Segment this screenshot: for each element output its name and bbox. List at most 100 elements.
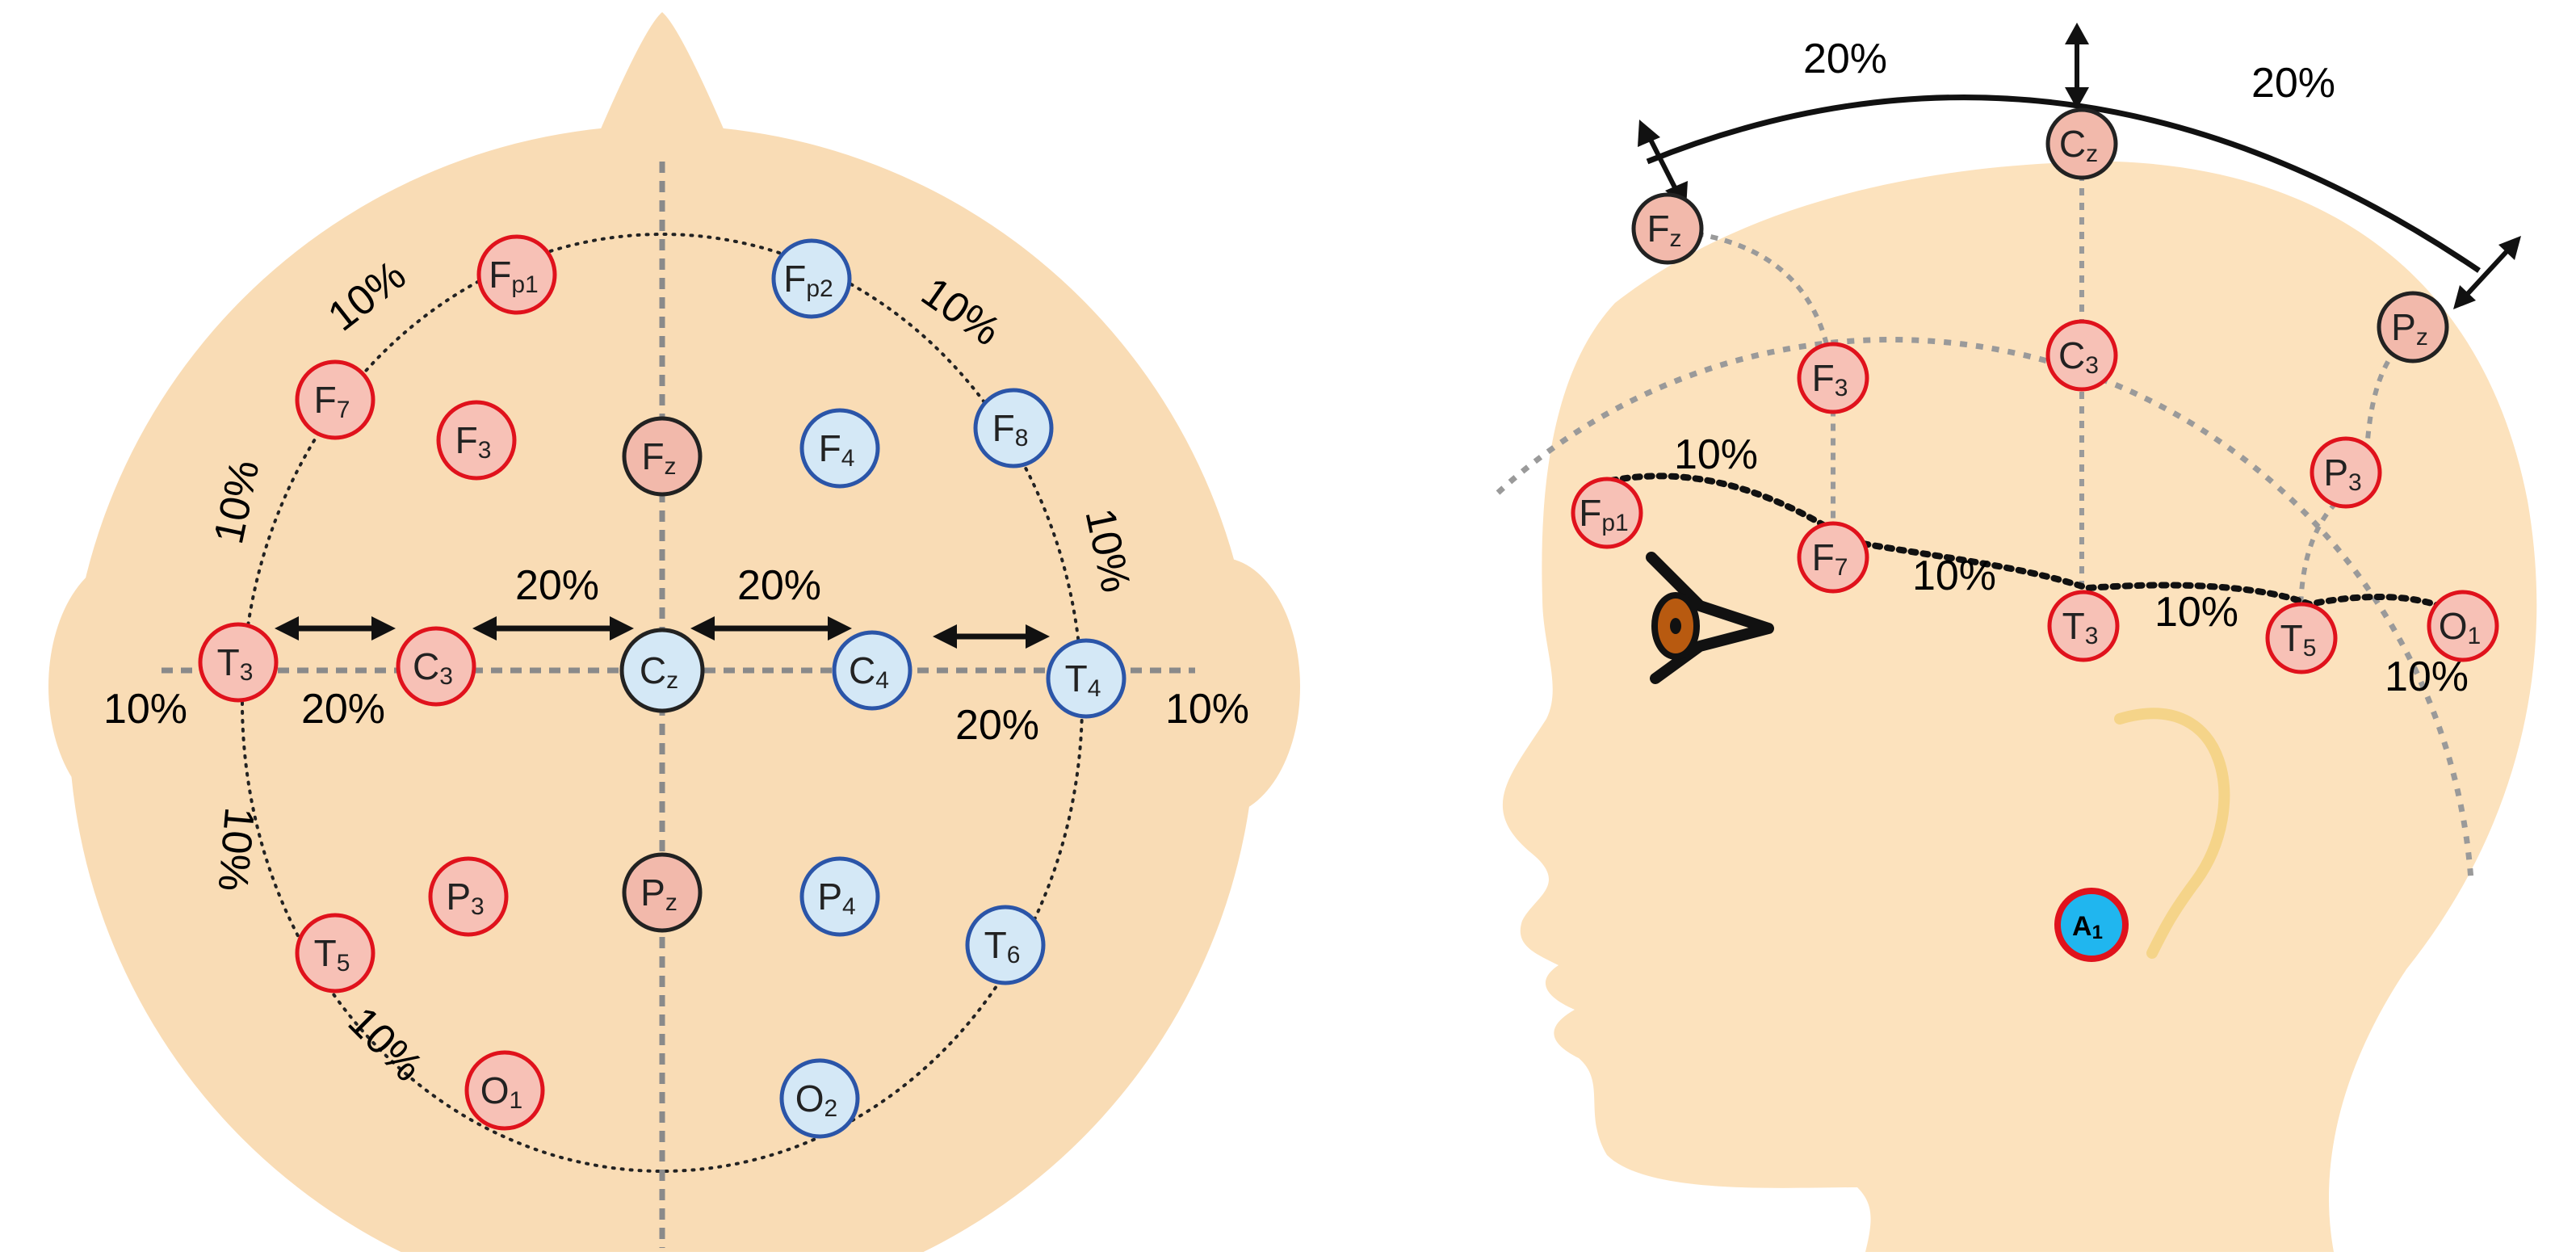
- side-head-outline: [1502, 162, 2537, 1252]
- electrode-letter: A: [2072, 911, 2092, 942]
- electrode-marker: [622, 416, 703, 497]
- electrode-index: 6: [1007, 942, 1021, 968]
- electrode-marker: [295, 359, 375, 440]
- electrode-t4: T4: [1046, 638, 1126, 719]
- electrode-index: 3: [2348, 469, 2362, 496]
- electrode-c3: C3: [396, 626, 476, 707]
- electrode-letter: C: [2059, 123, 2086, 165]
- electrode-t5: T5: [295, 913, 375, 993]
- electrode-marker: [1797, 342, 1869, 414]
- electrode-marker: [622, 852, 703, 933]
- pct-t3-t5-side: 10%: [2154, 589, 2238, 636]
- electrode-index: 3: [2085, 352, 2099, 379]
- electrode-index: z: [666, 667, 678, 694]
- electrode-label: Pz: [2391, 306, 2428, 351]
- electrode-label: T4: [1065, 657, 1101, 702]
- electrode-t3: T3: [198, 622, 279, 703]
- electrode-c3: C3: [2045, 319, 2118, 392]
- electrode-index: z: [2086, 141, 2098, 167]
- electrode-label: T5: [314, 932, 350, 977]
- electrode-marker: [2377, 291, 2449, 363]
- electrode-label: Pz: [640, 872, 678, 916]
- electrode-marker: [1046, 638, 1126, 719]
- electrode-label: T3: [217, 641, 254, 686]
- electrode-letter: F: [1579, 492, 1601, 534]
- electrode-index: 1: [510, 1087, 523, 1114]
- electrode-t3: T3: [2047, 590, 2120, 662]
- electrode-f7: F7: [295, 359, 375, 440]
- electrode-p3: P3: [428, 856, 509, 937]
- electrode-o1: O1: [2427, 590, 2499, 662]
- electrode-letter: F: [819, 427, 841, 469]
- electrode-marker: [295, 913, 375, 993]
- electrode-letter: T: [2062, 605, 2085, 647]
- pct-c4-t4: 20%: [955, 702, 1039, 749]
- electrode-label: F8: [992, 407, 1029, 452]
- electrode-f7: F7: [1797, 521, 1869, 594]
- electrode-letter: F: [1812, 357, 1835, 399]
- electrode-letter: T: [217, 641, 240, 683]
- electrode-label: Fp1: [1579, 492, 1628, 536]
- pct-cz-c4: 20%: [737, 562, 821, 609]
- electrode-index: 2: [824, 1095, 838, 1122]
- electrode-letter: O: [2439, 605, 2468, 647]
- electrode-marker: [799, 408, 880, 489]
- electrode-marker: [2045, 319, 2118, 392]
- electrode-letter: C: [640, 649, 666, 691]
- electrode-fp1: Fp1: [476, 234, 557, 315]
- electrode-f4: F4: [799, 408, 880, 489]
- electrode-marker: [832, 630, 913, 711]
- electrode-marker: [2047, 590, 2120, 662]
- electrode-f3: F3: [436, 400, 517, 481]
- electrode-marker: [2310, 436, 2382, 509]
- electrode-t5: T5: [2265, 602, 2338, 674]
- electrode-letter: P: [2391, 306, 2416, 348]
- electrode-index: 7: [1835, 554, 1848, 581]
- electrode-index: 1: [2092, 922, 2103, 943]
- electrode-label: P3: [2323, 452, 2361, 496]
- electrode-letter: T: [314, 932, 337, 974]
- pct-t5-o1-side: 10%: [2385, 653, 2469, 700]
- electrode-label: Fp2: [783, 258, 833, 302]
- electrode-fz: Fz: [622, 416, 703, 497]
- ear-outline: [2114, 708, 2230, 959]
- electrode-index: 3: [439, 663, 453, 690]
- electrode-letter: P: [640, 872, 665, 914]
- electrode-index: 3: [471, 893, 485, 920]
- electrode-index: 5: [2303, 635, 2317, 662]
- electrode-marker: [799, 856, 880, 937]
- electrode-o2: O2: [779, 1058, 860, 1139]
- electrode-marker: [965, 905, 1046, 985]
- reference-electrode: A1: [2054, 888, 2129, 962]
- pct-right-ear: 10%: [1165, 686, 1249, 733]
- electrode-index: 5: [337, 950, 350, 977]
- electrode-index: 4: [875, 667, 889, 694]
- electrode-marker: [1571, 477, 1643, 549]
- pct-f7-t3-side: 10%: [1912, 552, 1996, 599]
- electrode-index: z: [665, 453, 677, 480]
- electrode-marker: [1797, 521, 1869, 594]
- electrode-letter: C: [413, 645, 439, 687]
- electrode-index: 3: [1835, 375, 1848, 401]
- electrode-index: 7: [337, 397, 350, 423]
- pct-left-ear: 10%: [103, 686, 187, 733]
- electrode-label: F4: [819, 427, 855, 472]
- electrode-label: F3: [455, 419, 492, 464]
- electrode-label: P4: [817, 876, 855, 920]
- pct-t3-t5: 10%: [209, 805, 263, 893]
- electrode-marker: [2265, 602, 2338, 674]
- electrode-letter: P: [446, 876, 471, 918]
- electrode-index: z: [1670, 225, 1682, 252]
- electrode-marker: [2045, 107, 2118, 180]
- electrode-marker: [2054, 888, 2129, 962]
- electrode-letter: F: [455, 419, 478, 461]
- electrode-label: F3: [1812, 357, 1848, 401]
- electrode-letter: F: [314, 379, 337, 421]
- electrode-label: P3: [446, 876, 484, 920]
- electrode-marker: [436, 400, 517, 481]
- electrode-t6: T6: [965, 905, 1046, 985]
